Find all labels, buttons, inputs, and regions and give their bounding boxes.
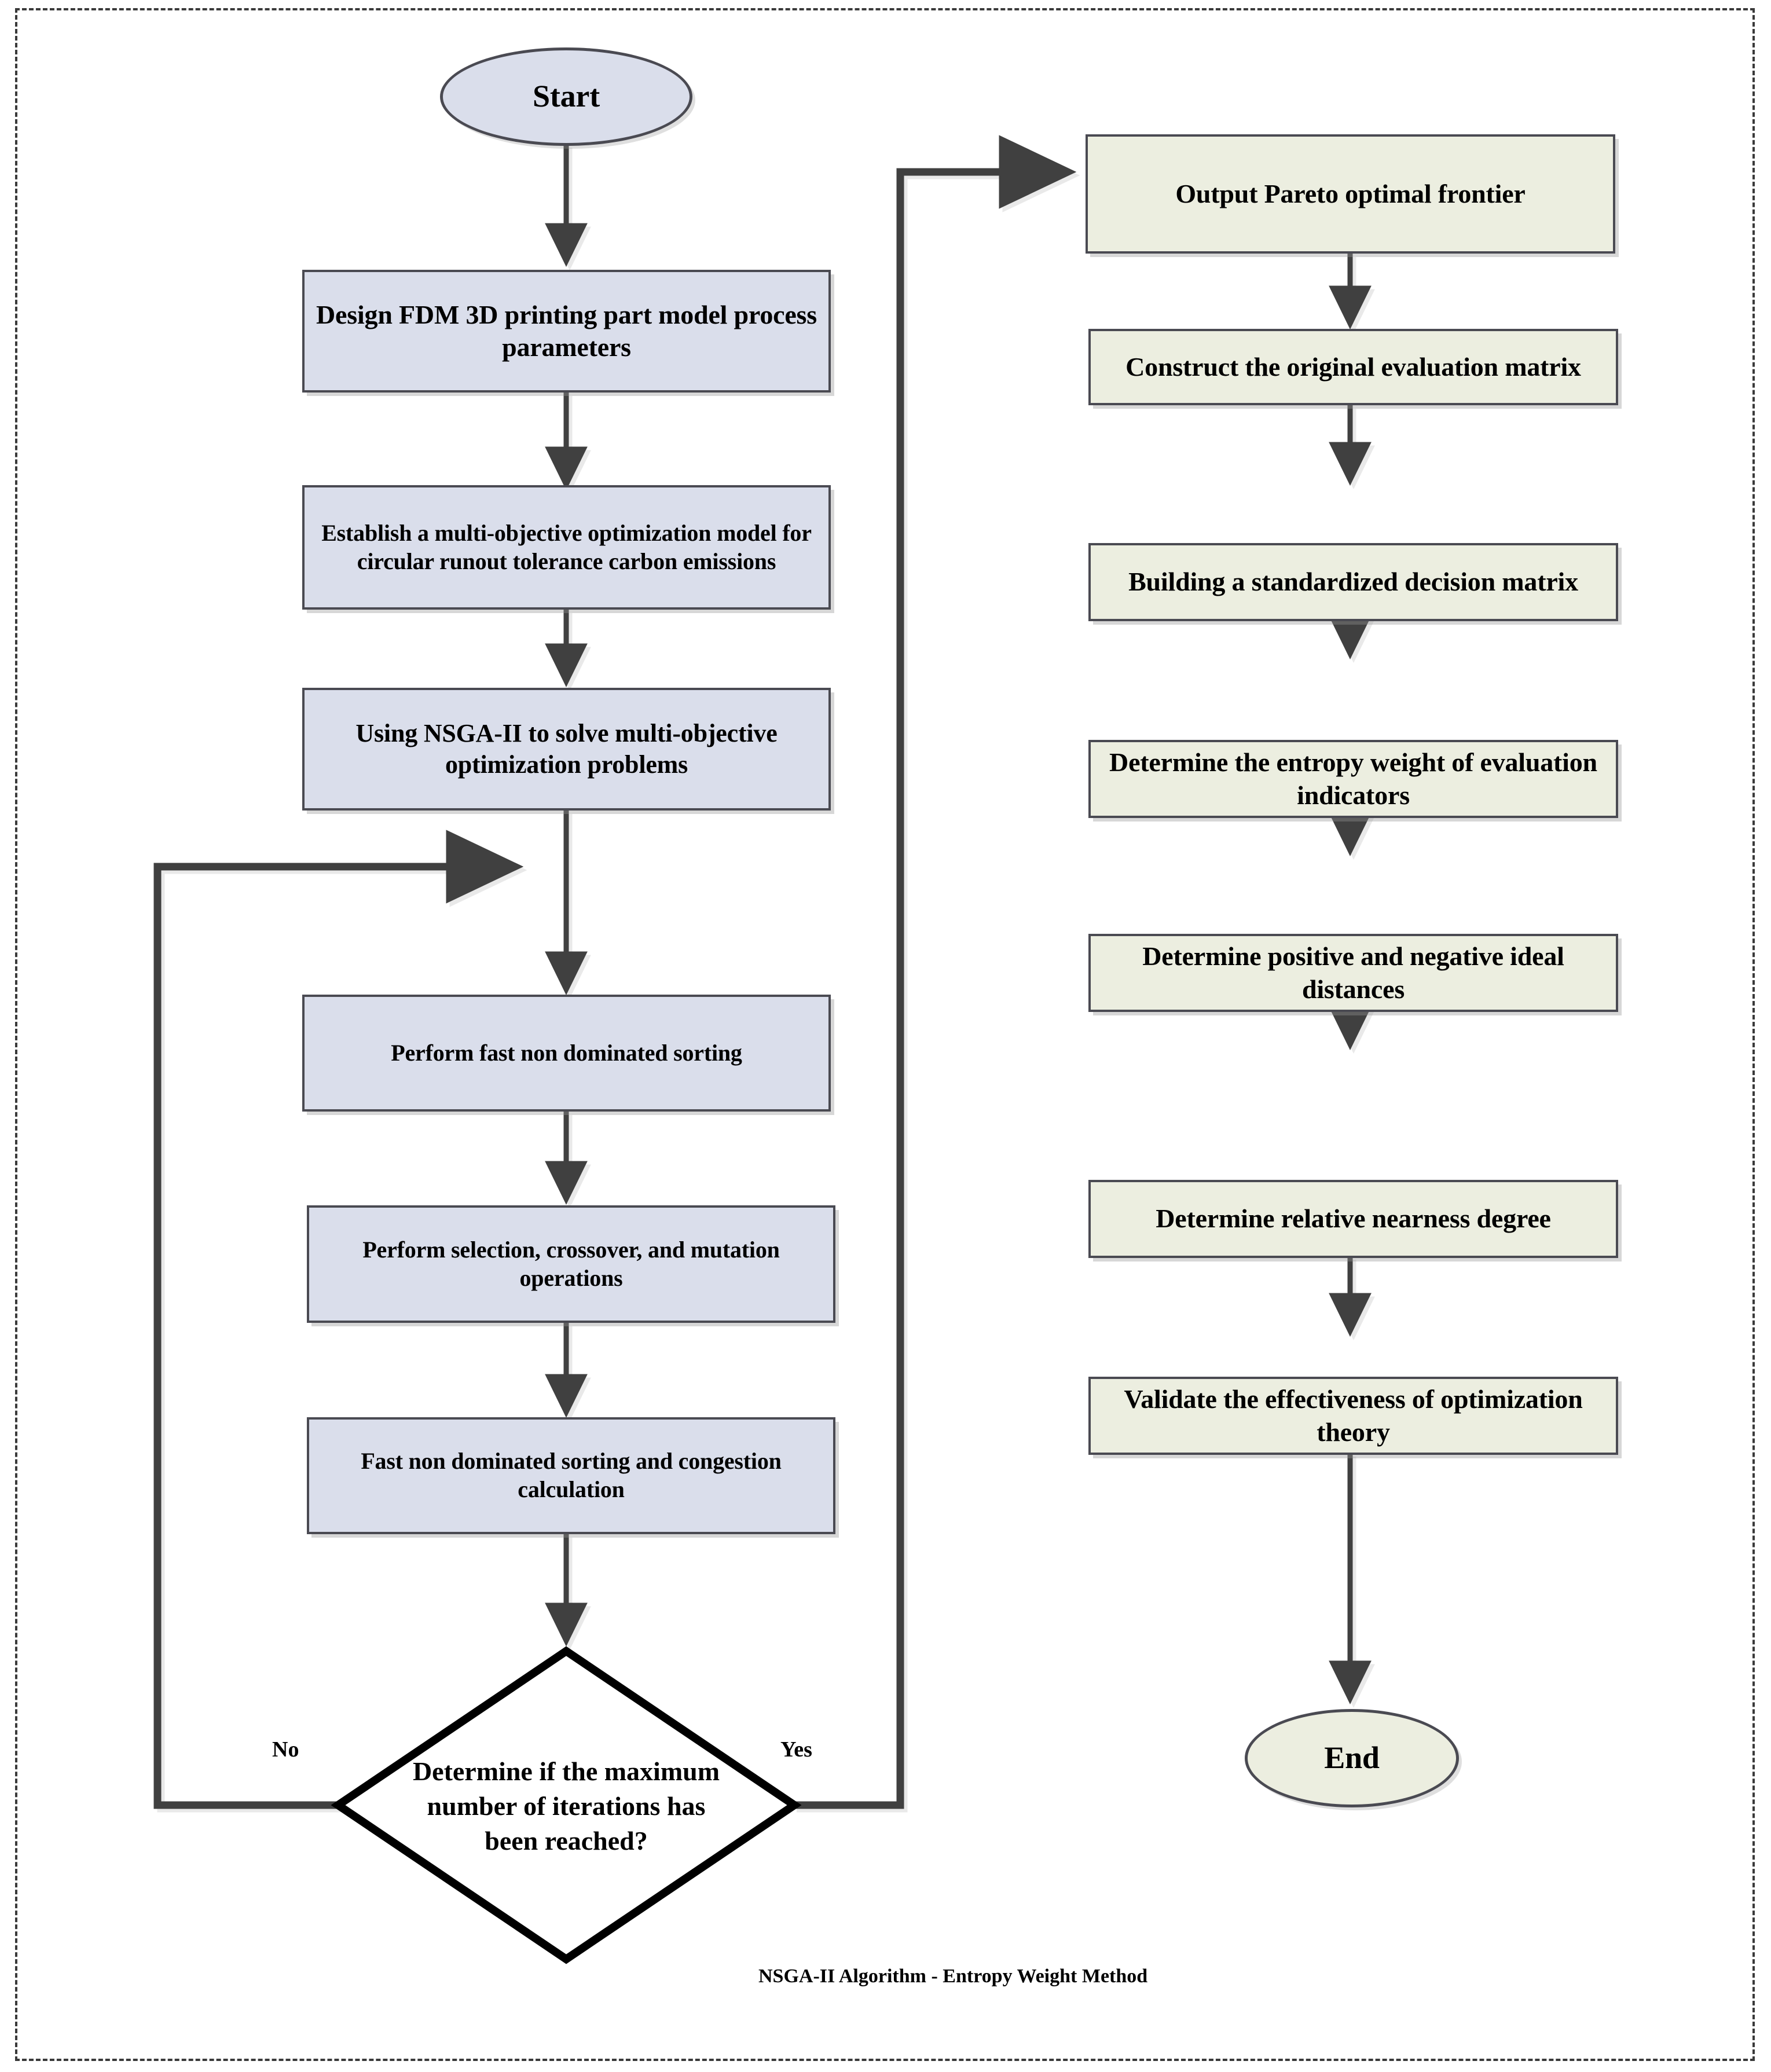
process-establish-model[interactable]: Establish a multi-objective optimization… (302, 485, 831, 610)
process-label: Determine the entropy weight of evaluati… (1109, 747, 1597, 810)
process-validate-theory[interactable]: Validate the effectiveness of optimizati… (1088, 1377, 1618, 1455)
decision-label: Determine if the maximum number of itera… (412, 1756, 720, 1855)
start-terminator[interactable]: Start (440, 47, 692, 146)
process-output-pareto[interactable]: Output Pareto optimal frontier (1086, 134, 1615, 254)
start-label: Start (533, 79, 600, 114)
process-label: Fast non dominated sorting and congestio… (361, 1448, 782, 1502)
process-label: Perform fast non dominated sorting (391, 1039, 742, 1066)
branch-label-yes: Yes (780, 1737, 812, 1762)
process-standardized-matrix[interactable]: Building a standardized decision matrix (1088, 543, 1618, 621)
process-entropy-weight[interactable]: Determine the entropy weight of evaluati… (1088, 740, 1618, 818)
dashed-border-frame (15, 8, 1755, 2061)
process-use-nsga2[interactable]: Using NSGA-II to solve multi-objective o… (302, 688, 831, 811)
process-construct-matrix[interactable]: Construct the original evaluation matrix (1088, 329, 1618, 405)
process-label: Using NSGA-II to solve multi-objective o… (355, 719, 778, 779)
process-sort-and-congestion[interactable]: Fast non dominated sorting and congestio… (307, 1417, 835, 1534)
process-selection-crossover-mutation[interactable]: Perform selection, crossover, and mutati… (307, 1205, 835, 1323)
end-terminator[interactable]: End (1245, 1709, 1459, 1807)
process-fast-nondominated-sort[interactable]: Perform fast non dominated sorting (302, 995, 831, 1112)
process-label: Validate the effectiveness of optimizati… (1124, 1384, 1583, 1447)
diagram-caption: NSGA-II Algorithm - Entropy Weight Metho… (758, 1965, 1148, 1987)
decision-diamond-shape (331, 1646, 802, 1964)
process-label: Building a standardized decision matrix (1128, 567, 1578, 597)
process-ideal-distances[interactable]: Determine positive and negative ideal di… (1088, 934, 1618, 1012)
process-label: Establish a multi-objective optimization… (321, 519, 812, 574)
decision-max-iterations[interactable]: Determine if the maximum number of itera… (405, 1722, 727, 1890)
process-label: Output Pareto optimal frontier (1175, 178, 1526, 208)
process-relative-nearness[interactable]: Determine relative nearness degree (1088, 1180, 1618, 1258)
branch-label-no: No (272, 1737, 299, 1762)
end-label: End (1324, 1740, 1380, 1776)
process-label: Design FDM 3D printing part model proces… (316, 299, 817, 362)
process-label: Determine positive and negative ideal di… (1142, 941, 1564, 1004)
process-label: Determine relative nearness degree (1156, 1204, 1551, 1234)
process-label: Perform selection, crossover, and mutati… (362, 1236, 780, 1291)
process-design-params[interactable]: Design FDM 3D printing part model proces… (302, 270, 831, 393)
process-label: Construct the original evaluation matrix (1125, 351, 1581, 382)
